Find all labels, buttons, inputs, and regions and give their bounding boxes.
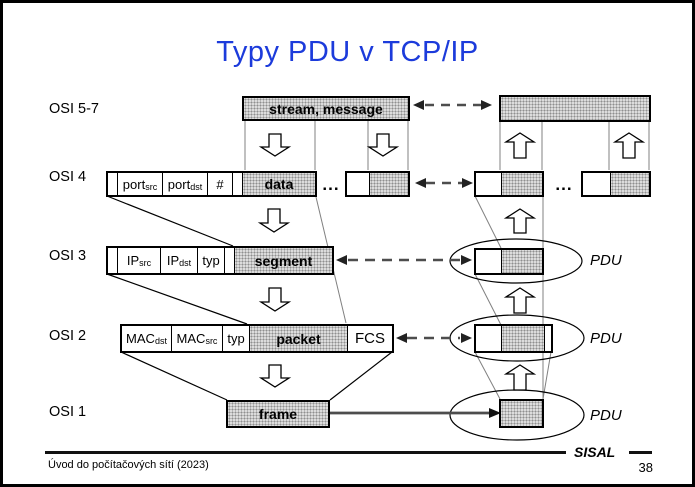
ellipsis-osi4-left: ... — [322, 174, 340, 194]
osi-label-4: OSI 4 — [49, 169, 87, 185]
osi3-pdu-box-receiver — [474, 248, 544, 275]
payload-cell — [611, 173, 649, 195]
header-cell — [583, 173, 611, 195]
osi-label-3: OSI 3 — [49, 248, 87, 264]
osi4-pdu-box-receiver — [474, 171, 544, 197]
pdu-label-osi1: PDU — [590, 407, 622, 424]
osi-label-5-7: OSI 5-7 — [49, 101, 99, 117]
up-arrow-icon — [503, 364, 537, 391]
up-arrow-icon — [503, 132, 537, 159]
page-number: 38 — [638, 460, 653, 475]
slide-title: Typy PDU v TCP/IP — [216, 36, 479, 68]
spacer-cell — [233, 173, 243, 195]
field-typ: typ — [223, 326, 250, 351]
peer-link-arrows — [329, 100, 501, 418]
spacer-cell — [108, 248, 118, 273]
frame-label: frame — [258, 406, 298, 422]
dashed-arrow-osi2 — [396, 333, 472, 343]
brand-label: SISAL — [574, 444, 616, 460]
osi2-pdu-box-receiver — [474, 324, 553, 353]
trailer-cell — [545, 326, 551, 351]
osi1-frame-box: frame — [226, 400, 330, 428]
pdu-label-osi2: PDU — [590, 330, 622, 347]
header-cell — [476, 326, 502, 351]
spacer-cell — [225, 248, 235, 273]
payload-cell — [502, 326, 545, 351]
header-cell — [347, 173, 370, 195]
down-arrow-icons — [257, 133, 400, 388]
osi4-payload-cell: data — [243, 173, 315, 195]
down-arrow-icon — [258, 287, 292, 312]
header-cell — [476, 250, 502, 273]
up-arrow-icon — [612, 132, 646, 159]
field-seq-number: # — [208, 173, 233, 195]
ellipsis-osi4-right: ... — [555, 174, 573, 194]
field-typ: typ — [198, 248, 225, 273]
payload-cell — [502, 173, 542, 195]
footer-rule — [45, 451, 566, 454]
up-arrow-icon — [503, 208, 537, 234]
dashed-arrow-osi4 — [415, 178, 473, 188]
down-arrow-icon — [258, 364, 292, 388]
osi3-payload-cell: segment — [235, 248, 332, 273]
pdu-label-osi3: PDU — [590, 252, 622, 269]
down-arrow-icon — [258, 133, 292, 157]
osi2-payload-cell: packet — [250, 326, 348, 351]
payload-cell — [370, 173, 408, 195]
stream-message-box: stream, message — [242, 96, 410, 121]
osi4-next-segment-box-receiver — [581, 171, 651, 197]
field-fcs: FCS — [355, 330, 385, 347]
osi1-pdu-box-receiver — [499, 399, 544, 428]
dashed-arrow-osi57 — [413, 100, 492, 110]
payload-cell — [502, 250, 542, 273]
down-arrow-icon — [366, 133, 400, 157]
stream-message-box-receiver — [499, 95, 651, 122]
footer-rule-short — [629, 451, 652, 454]
solid-arrow-osi1 — [329, 408, 501, 418]
osi4-next-segment-box — [345, 171, 410, 197]
osi-label-2: OSI 2 — [49, 328, 87, 344]
spacer-cell — [108, 173, 118, 195]
encapsulation-lines — [106, 195, 393, 401]
dashed-arrow-osi3 — [336, 255, 472, 265]
osi-label-1: OSI 1 — [49, 404, 87, 420]
stream-message-label: stream, message — [269, 100, 383, 117]
down-arrow-icon — [257, 208, 291, 233]
up-arrow-icon — [503, 287, 537, 314]
footer-course-label: Úvod do počítačových sítí (2023) — [48, 459, 209, 471]
up-arrow-icons — [503, 132, 646, 391]
header-cell — [476, 173, 502, 195]
diagram-underlay — [106, 100, 650, 441]
